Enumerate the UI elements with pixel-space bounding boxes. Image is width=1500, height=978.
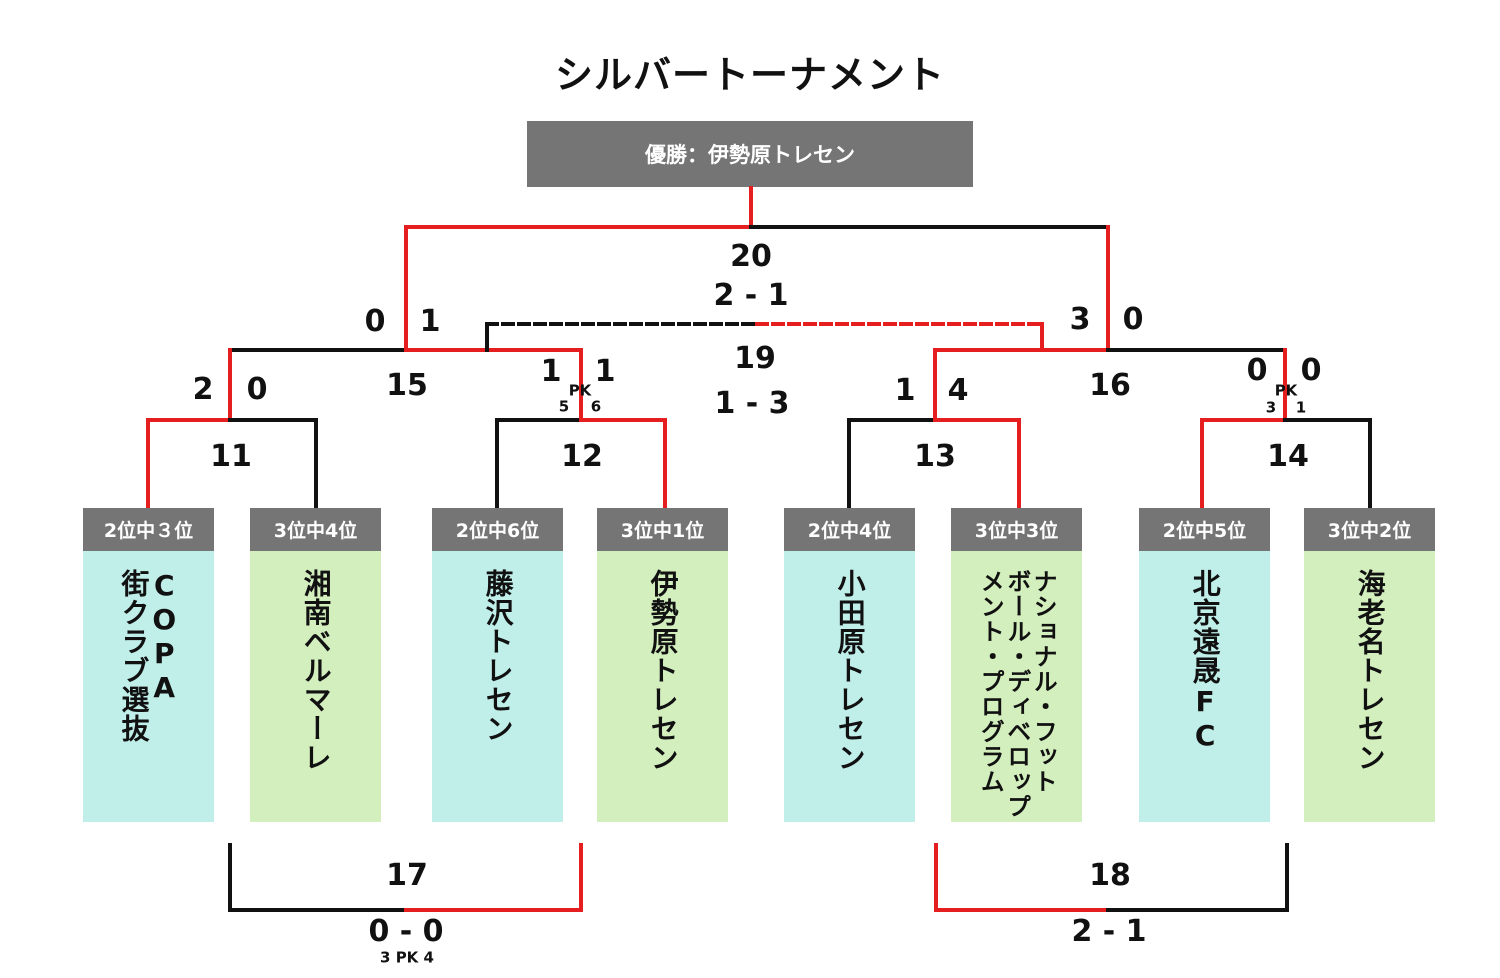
match-11-right-score: 0 xyxy=(246,372,268,407)
team-name: 藤沢トレセン xyxy=(481,569,515,743)
team-rank: 2位中6位 xyxy=(432,508,563,551)
match-16-left-score: 3 xyxy=(1069,302,1091,337)
match-14-pk-right: 1 xyxy=(1295,398,1307,417)
match-15-left-score: 0 xyxy=(364,304,386,339)
match-18-number: 18 xyxy=(1089,858,1131,893)
team-rank: 3位中2位 xyxy=(1304,508,1435,551)
match-16-right-score: 0 xyxy=(1122,302,1144,337)
match-14-right-score: 0 xyxy=(1300,353,1322,388)
match-15-right-score: 1 xyxy=(419,304,441,339)
match-11-left-score: 2 xyxy=(192,372,214,407)
match-18-score: 2 - 1 xyxy=(1071,914,1147,949)
team-rank: 2位中4位 xyxy=(784,508,915,551)
team-name: 湘南ベルマーレ xyxy=(299,569,333,772)
team-card-copa: 2位中３位 COPA 街クラブ選抜 xyxy=(83,508,214,822)
match-12-right-score: 1 xyxy=(594,354,616,389)
match-17-score: 0 - 0 xyxy=(368,914,444,949)
match-13-right-score: 4 xyxy=(947,373,969,408)
team-rank: 2位中5位 xyxy=(1139,508,1270,551)
team-name: 小田原トレセン xyxy=(833,569,867,772)
team-name: 海老名トレセン xyxy=(1353,569,1387,772)
match-12-pk-left: 5 xyxy=(558,397,570,416)
team-card-shonan: 3位中4位 湘南ベルマーレ xyxy=(250,508,381,822)
team-card-fujisawa: 2位中6位 藤沢トレセン xyxy=(432,508,563,822)
match-13-number: 13 xyxy=(914,439,956,474)
match-12-number: 12 xyxy=(561,439,603,474)
team-name: ナショナル・フット ボール・ディベロップ メント・プログラム xyxy=(976,569,1058,819)
team-rank: 3位中3位 xyxy=(951,508,1082,551)
match-12-pk-right: 6 xyxy=(590,397,602,416)
match-19-number: 19 xyxy=(734,341,776,376)
team-rank: 2位中３位 xyxy=(83,508,214,551)
team-name: 北京遠晟FC xyxy=(1188,569,1222,753)
match-11-number: 11 xyxy=(210,439,252,474)
team-card-beijing: 2位中5位 北京遠晟FC xyxy=(1139,508,1270,822)
match-12-pk-label: PK xyxy=(568,381,592,400)
match-20-number: 20 xyxy=(730,239,772,274)
team-card-isehara: 3位中1位 伊勢原トレセン xyxy=(597,508,728,822)
match-16-number: 16 xyxy=(1089,368,1131,403)
match-14-pk-label: PK xyxy=(1274,381,1298,400)
match-12-left-score: 1 xyxy=(540,354,562,389)
match-17-number: 17 xyxy=(386,858,428,893)
match-14-left-score: 0 xyxy=(1246,353,1268,388)
team-rank: 3位中1位 xyxy=(597,508,728,551)
team-rank: 3位中4位 xyxy=(250,508,381,551)
match-14-number: 14 xyxy=(1267,439,1309,474)
match-13-left-score: 1 xyxy=(894,373,916,408)
page-title: シルバートーナメント xyxy=(554,53,945,97)
match-15-number: 15 xyxy=(386,368,428,403)
team-card-ebina: 3位中2位 海老名トレセン xyxy=(1304,508,1435,822)
champion-banner: 優勝：伊勢原トレセン xyxy=(527,121,973,187)
match-14-pk-left: 3 xyxy=(1265,398,1277,417)
team-card-odawara: 2位中4位 小田原トレセン xyxy=(784,508,915,822)
team-name: COPA 街クラブ選抜 xyxy=(117,569,181,743)
match-17-pk: 3 PK 4 xyxy=(380,948,434,967)
team-card-nfdp: 3位中3位 ナショナル・フット ボール・ディベロップ メント・プログラム xyxy=(951,508,1082,822)
match-20-score: 2 - 1 xyxy=(713,278,789,313)
team-name: 伊勢原トレセン xyxy=(646,569,680,772)
match-19-score: 1 - 3 xyxy=(714,386,790,421)
